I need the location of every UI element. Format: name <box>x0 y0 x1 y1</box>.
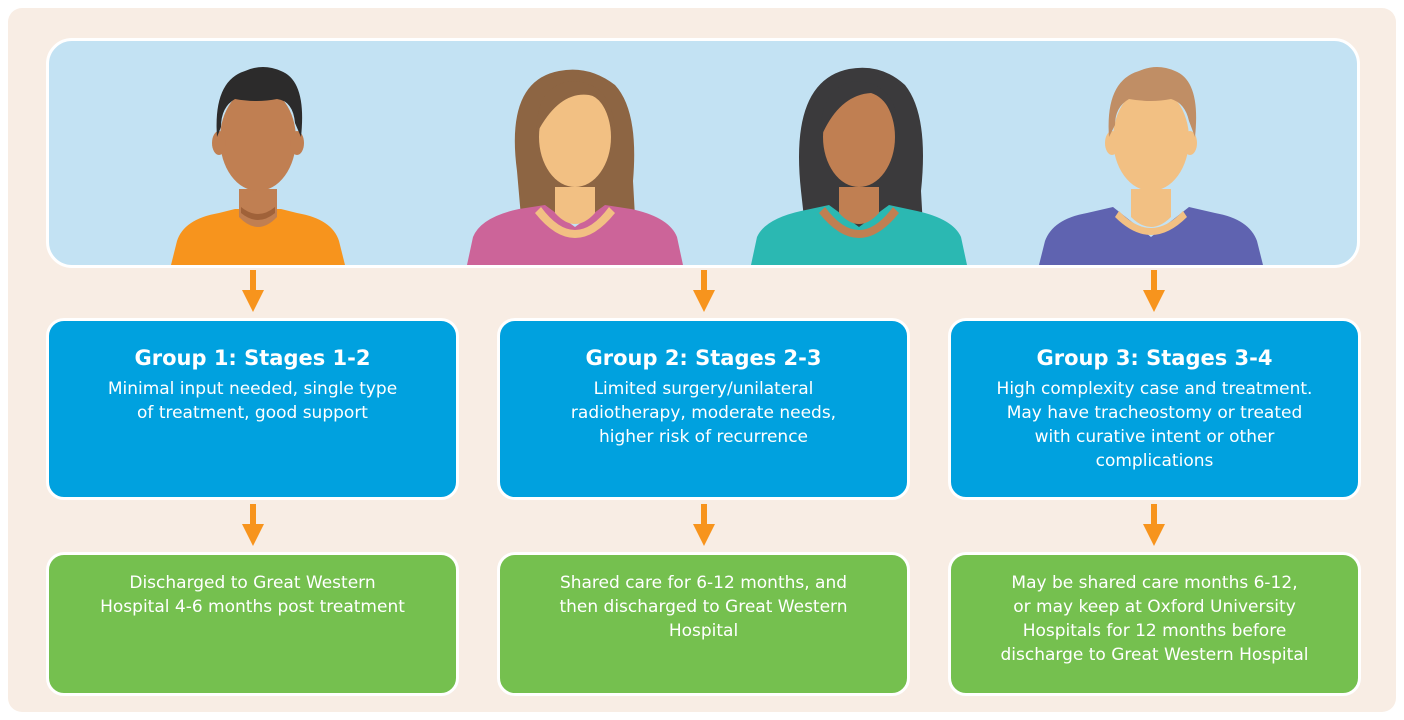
group-2-outcome-line: Shared care for 6-12 months, and <box>559 573 848 593</box>
person-woman-teal-top-icon <box>751 67 967 265</box>
group-2-outcome-box: Shared care for 6-12 months, and then di… <box>497 552 910 696</box>
arrow-down-icon <box>1143 270 1165 312</box>
group-3-desc-line: May have tracheostomy or treated <box>1006 403 1303 423</box>
group-3-desc-line: with curative intent or other <box>1034 427 1275 447</box>
group-3-outcome-line: discharge to Great Western Hospital <box>1000 645 1309 665</box>
group-1-desc-line: Minimal input needed, single type <box>107 379 398 399</box>
group-2-outcome-line: then discharged to Great Western <box>559 597 848 617</box>
person-woman-pink-top-icon <box>467 69 683 265</box>
group-2-description: Limited surgery/unilateral radiotherapy,… <box>516 377 891 449</box>
group-1-outcome-line: Discharged to Great Western <box>129 573 376 593</box>
group-3-outcome-box: May be shared care months 6-12, or may k… <box>948 552 1361 696</box>
person-man-orange-shirt-icon <box>171 67 345 265</box>
arrow-down-icon <box>693 270 715 312</box>
arrow-down-icon <box>242 504 264 546</box>
group-1-desc-line: of treatment, good support <box>137 403 368 423</box>
group-2-desc-line: Limited surgery/unilateral <box>593 379 814 399</box>
group-3-outcome-line: or may keep at Oxford University <box>1013 597 1296 617</box>
arrow-down-icon <box>693 504 715 546</box>
group-3-outcome-line: Hospitals for 12 months before <box>1022 621 1287 641</box>
group-1-outcome: Discharged to Great Western Hospital 4-6… <box>65 571 440 619</box>
group-3-description: High complexity case and treatment. May … <box>967 377 1342 473</box>
group-2-desc-line: radiotherapy, moderate needs, <box>570 403 837 423</box>
people-illustration <box>171 67 1263 265</box>
group-1-title: Group 1: Stages 1-2 <box>134 346 371 370</box>
group-2-outcome: Shared care for 6-12 months, and then di… <box>516 571 891 643</box>
group-3-outcome: May be shared care months 6-12, or may k… <box>967 571 1342 667</box>
group-2-title: Group 2: Stages 2-3 <box>585 346 822 370</box>
arrow-down-icon <box>1143 504 1165 546</box>
group-3-outcome-line: May be shared care months 6-12, <box>1011 573 1298 593</box>
group-1-outcome-line: Hospital 4-6 months post treatment <box>100 597 405 617</box>
arrow-down-icon <box>242 270 264 312</box>
group-3-desc-line: complications <box>1095 451 1214 471</box>
group-1-description: Minimal input needed, single type of tre… <box>65 377 440 425</box>
group-1-outcome-box: Discharged to Great Western Hospital 4-6… <box>46 552 459 696</box>
group-2-outcome-line: Hospital <box>668 621 739 641</box>
portrait-band <box>46 38 1360 268</box>
person-man-purple-shirt-icon <box>1039 67 1263 265</box>
group-2-desc-line: higher risk of recurrence <box>598 427 809 447</box>
group-1-box: Group 1: Stages 1-2 Minimal input needed… <box>46 318 459 500</box>
group-2-box: Group 2: Stages 2-3 Limited surgery/unil… <box>497 318 910 500</box>
group-3-title: Group 3: Stages 3-4 <box>1036 346 1273 370</box>
group-3-desc-line: High complexity case and treatment. <box>996 379 1313 399</box>
group-3-box: Group 3: Stages 3-4 High complexity case… <box>948 318 1361 500</box>
